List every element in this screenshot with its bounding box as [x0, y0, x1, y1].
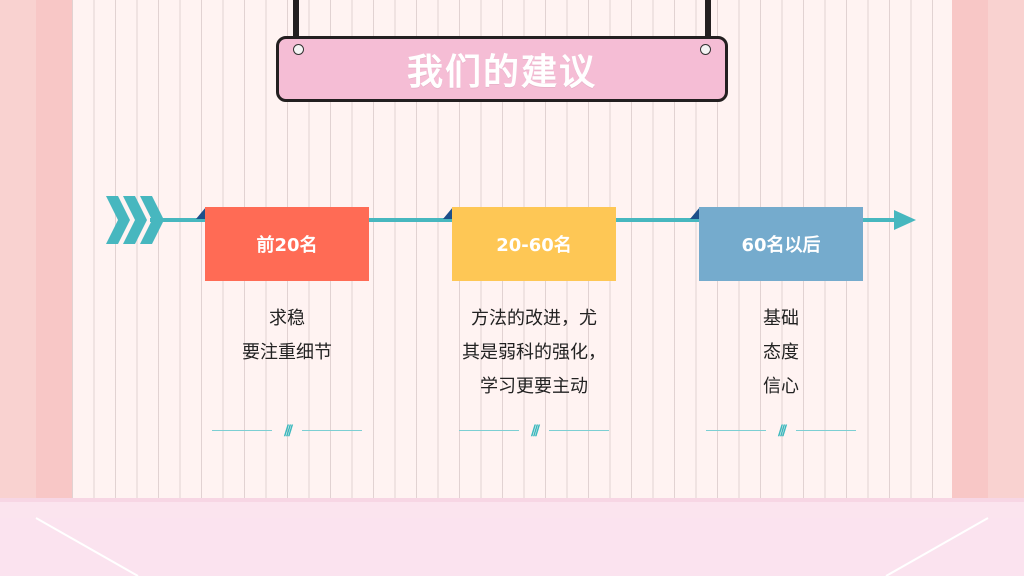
arrowhead-icon: [894, 210, 916, 230]
desc-line: 其是弱科的强化，: [462, 342, 606, 363]
stage-label: 60名以后: [741, 235, 821, 256]
card-fold: [690, 207, 700, 219]
nail-icon: [293, 44, 304, 55]
stage-label: 20-60名: [496, 235, 572, 256]
stage-description-3: 基础 态度 信心: [681, 302, 881, 404]
stage-description-1: 求稳 要注重细节: [187, 302, 387, 370]
slash-ornament-icon: ///: [459, 424, 609, 438]
stage-description-2: 方法的改进，尤 其是弱科的强化， 学习更要主动: [434, 302, 634, 404]
stage-card-2: 20-60名: [452, 207, 616, 281]
page-title: 我们的建议: [406, 52, 597, 93]
stage-card-1: 前20名: [205, 207, 369, 281]
desc-line: 基础: [763, 308, 799, 329]
card-fold: [443, 207, 453, 219]
desc-line: 求稳: [269, 308, 305, 329]
hanging-ropes: [293, 0, 711, 40]
slash-ornament-icon: ///: [706, 424, 856, 438]
stage-card-3: 60名以后: [699, 207, 863, 281]
desc-line: 学习更要主动: [480, 376, 588, 397]
desc-line: 要注重细节: [242, 342, 332, 363]
floor-lines: [0, 498, 1024, 576]
right-wall-inner-panel: [952, 0, 988, 500]
desc-line: 信心: [763, 376, 799, 397]
desc-line: 方法的改进，尤: [471, 308, 597, 329]
slash-ornament-icon: ///: [212, 424, 362, 438]
floor: [0, 498, 1024, 576]
left-wall-inner-panel: [36, 0, 72, 500]
desc-line: 态度: [763, 342, 799, 363]
card-fold: [196, 207, 206, 219]
title-sign: 我们的建议: [276, 36, 728, 102]
stage-label: 前20名: [256, 235, 318, 256]
chevron-arrows-icon: [106, 196, 164, 244]
nail-icon: [700, 44, 711, 55]
